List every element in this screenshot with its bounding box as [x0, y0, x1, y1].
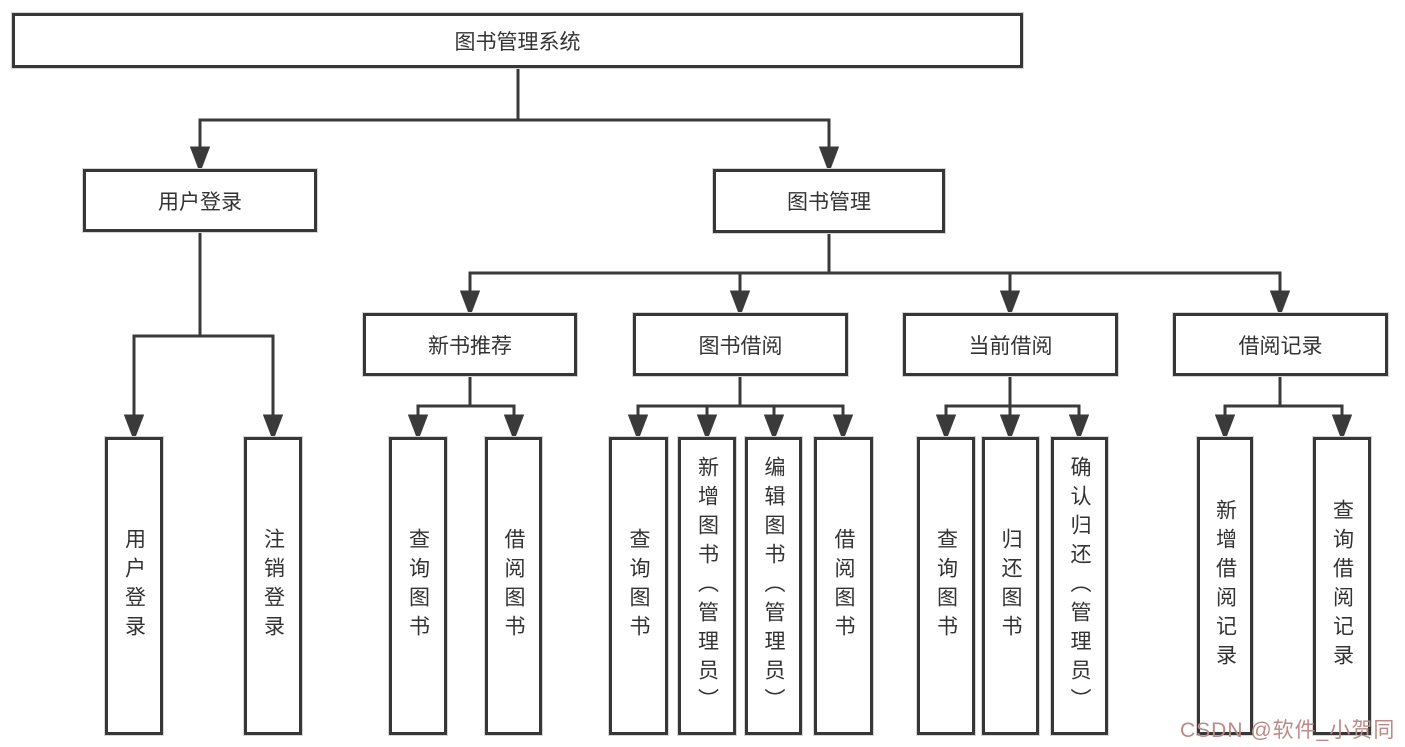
connector-book-borrow-leaves — [627, 374, 854, 442]
leaf-query-borrow-record: 查询借阅记录 — [1313, 437, 1371, 735]
connector-borrow-record-leaves — [1214, 374, 1353, 442]
connector-book-mgmt-modules — [459, 231, 1291, 318]
connector-root-to-branches — [189, 66, 840, 174]
connector-current-borrow-leaves — [935, 374, 1090, 442]
arrowhead — [818, 146, 840, 174]
leaf-add-borrow-record: 新增借阅记录 — [1197, 437, 1253, 735]
leaf-label: 编辑图书（管理员） — [762, 455, 785, 717]
arrowhead — [1331, 414, 1353, 442]
arrowhead — [763, 414, 785, 442]
node-borrow-record: 借阅记录 — [1173, 313, 1388, 376]
arrowhead — [999, 414, 1021, 442]
leaf-edit-book-admin: 编辑图书（管理员） — [745, 437, 802, 735]
arrowhead — [627, 414, 649, 442]
leaf-user-login: 用户登录 — [105, 437, 163, 735]
node-user-login: 用户登录 — [83, 169, 317, 232]
arrowhead — [503, 414, 525, 442]
arrowhead — [1269, 290, 1291, 318]
leaf-logout: 注销登录 — [244, 437, 302, 735]
node-new-book-recommend: 新书推荐 — [363, 313, 577, 376]
arrowhead — [696, 414, 718, 442]
leaf-query-book-newrec: 查询图书 — [389, 437, 447, 735]
leaf-label: 新增图书（管理员） — [695, 455, 719, 717]
leaf-borrow-book: 借阅图书 — [814, 437, 873, 735]
node-current-borrow: 当前借阅 — [903, 313, 1118, 376]
arrowhead — [123, 414, 145, 442]
leaf-label: 注销登录 — [261, 528, 285, 644]
arrowhead — [1214, 414, 1236, 442]
arrowhead — [189, 146, 211, 174]
leaf-borrow-book-newrec: 借阅图书 — [485, 437, 542, 735]
leaf-return-book: 归还图书 — [982, 437, 1039, 735]
connector-new-book-leaves — [407, 374, 525, 442]
leaf-label: 查询图书 — [406, 528, 430, 644]
leaf-confirm-return-admin: 确认归还（管理员） — [1051, 437, 1108, 735]
leaf-query-book-borrow: 查询图书 — [609, 437, 668, 735]
node-book-borrow: 图书借阅 — [633, 313, 848, 376]
leaf-label: 确认归还（管理员） — [1068, 455, 1091, 717]
arrowhead — [935, 414, 957, 442]
leaf-label: 归还图书 — [999, 528, 1022, 644]
arrowhead — [1068, 414, 1090, 442]
arrowhead — [262, 414, 284, 442]
leaf-label: 查询图书 — [934, 528, 958, 644]
leaf-label: 借阅图书 — [832, 528, 855, 644]
csdn-watermark: CSDN @软件_小贺同学 — [1180, 719, 1396, 742]
connector-user-login-leaves — [123, 230, 284, 442]
arrowhead — [407, 414, 429, 442]
leaf-label: 新增借阅记录 — [1213, 499, 1237, 673]
arrowhead — [999, 290, 1021, 318]
leaf-query-book-current: 查询图书 — [917, 437, 975, 735]
leaf-label: 用户登录 — [122, 528, 146, 644]
arrowhead — [459, 290, 481, 318]
leaf-label: 查询图书 — [627, 528, 650, 644]
leaf-label: 查询借阅记录 — [1330, 499, 1354, 673]
node-book-management: 图书管理 — [713, 169, 945, 233]
arrowhead — [832, 414, 854, 442]
arrowhead — [729, 290, 751, 318]
leaf-add-book-admin: 新增图书（管理员） — [678, 437, 736, 735]
leaf-label: 借阅图书 — [502, 528, 525, 644]
node-root: 图书管理系统 — [12, 13, 1023, 68]
